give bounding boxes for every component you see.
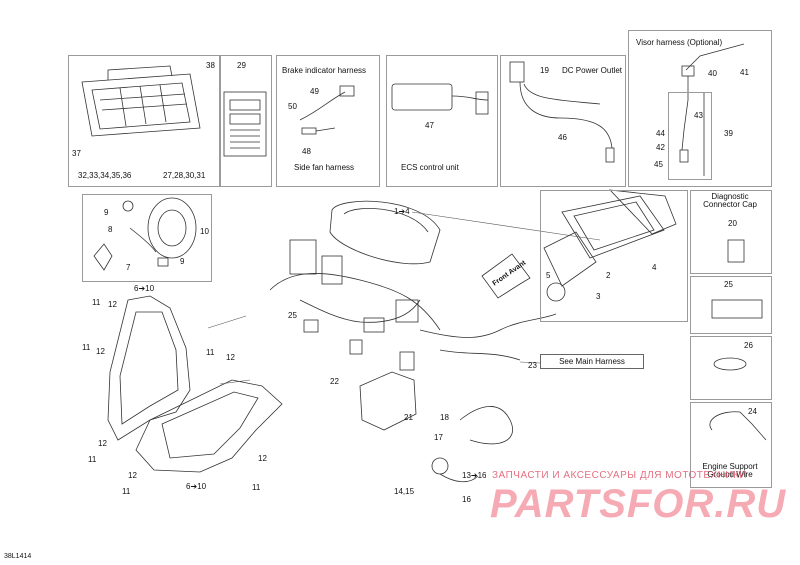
ring-panel xyxy=(690,336,772,400)
fuse-box-panel xyxy=(68,55,220,187)
callout-43: 43 xyxy=(694,111,703,120)
callout-50: 50 xyxy=(288,102,297,111)
drawing-code: 38L1414 xyxy=(4,553,32,560)
callout-13-16: 13➔16 xyxy=(462,471,487,480)
dc-outlet-title: DC Power Outlet xyxy=(562,66,623,75)
callout-20: 20 xyxy=(728,219,737,228)
callout-12e: 12 xyxy=(258,454,267,463)
callout-1-4: 1➔4 xyxy=(394,207,410,216)
callout-26: 26 xyxy=(744,341,753,350)
right-headlight-housing-drawing xyxy=(135,379,283,473)
dielectric-panel xyxy=(690,276,772,334)
callout-11f: 11 xyxy=(122,487,131,496)
callout-11b: 11 xyxy=(82,343,91,352)
brake-harness-drawing xyxy=(299,85,355,135)
callout-12a: 12 xyxy=(108,300,117,309)
ground-wire-panel xyxy=(690,402,772,488)
fuse-label-sticker xyxy=(223,91,267,157)
callout-49: 49 xyxy=(310,87,319,96)
callout-21: 21 xyxy=(404,413,413,422)
ecs-panel xyxy=(386,55,498,187)
small-parts-drawing xyxy=(709,239,767,441)
callout-14-15: 14,15 xyxy=(394,487,415,496)
voltage-regulator-drawing xyxy=(359,351,417,431)
callout-46: 46 xyxy=(558,133,567,142)
callout-44: 44 xyxy=(656,129,665,138)
callout-3: 3 xyxy=(596,292,601,301)
diag-panel xyxy=(690,190,772,274)
brake-harness-title: Brake indicator harness xyxy=(282,66,367,75)
left-headlight-housing-drawing xyxy=(107,295,191,441)
dc-outlet-panel xyxy=(500,55,626,187)
callout-10: 10 xyxy=(200,227,209,236)
callout-8: 8 xyxy=(108,225,113,234)
fuse-box-drawing xyxy=(81,65,201,137)
headlight-parts-panel xyxy=(82,194,212,282)
callout-7: 7 xyxy=(126,263,131,272)
callout-17: 17 xyxy=(434,433,443,442)
brake-harness-panel xyxy=(276,55,380,187)
main-harness-label: See Main Harness xyxy=(540,354,644,369)
fuse-label-panel xyxy=(220,55,272,187)
callout-32-36: 32,33,34,35,36 xyxy=(78,171,132,180)
callout-41: 41 xyxy=(740,68,749,77)
front-arrow-drawing xyxy=(481,253,531,299)
callout-11e: 11 xyxy=(252,483,261,492)
callout-12d: 12 xyxy=(98,439,107,448)
callout-42: 42 xyxy=(656,143,665,152)
gauge-cluster-drawing xyxy=(329,189,677,302)
engine-ground-title: Engine Support Ground Wire xyxy=(702,462,758,479)
visor-inner-panel xyxy=(668,92,712,180)
headlight-reflector-drawing xyxy=(93,197,197,271)
ecs-title: ECS control unit xyxy=(401,163,459,172)
visor-title: Visor harness (Optional) xyxy=(636,38,723,47)
watermark-caption: ЗАПЧАСТИ И АКСЕССУАРЫ ДЛЯ МОТОТЕХНИКИ xyxy=(492,470,748,481)
callout-25b: 25 xyxy=(288,311,297,320)
diag-title: Diagnostic Connector Cap xyxy=(703,192,757,209)
callout-12b: 12 xyxy=(96,347,105,356)
callout-45: 45 xyxy=(654,160,663,169)
callout-47: 47 xyxy=(425,121,434,130)
dc-outlet-drawing xyxy=(509,61,615,163)
callout-12f: 12 xyxy=(128,471,137,480)
callout-38: 38 xyxy=(206,61,215,70)
callout-2: 2 xyxy=(606,271,611,280)
callout-23: 23 xyxy=(528,361,537,370)
ecs-unit-drawing xyxy=(391,83,489,115)
visor-panel xyxy=(628,30,772,187)
callout-22: 22 xyxy=(330,377,339,386)
callout-11c: 11 xyxy=(206,348,215,357)
cluster-panel xyxy=(540,190,688,322)
central-harness-drawing xyxy=(269,239,557,361)
callout-12c: 12 xyxy=(226,353,235,362)
callout-24: 24 xyxy=(748,407,757,416)
callout-16: 16 xyxy=(462,495,471,504)
callout-6-10b: 6➔10 xyxy=(186,482,207,491)
callout-40: 40 xyxy=(708,69,717,78)
callout-25: 25 xyxy=(724,280,733,289)
callout-48: 48 xyxy=(302,147,311,156)
callout-39: 39 xyxy=(724,129,733,138)
watermark-logo: PARTSFOR.RU xyxy=(490,482,787,526)
side-fan-harness-title: Side fan harness xyxy=(294,163,355,172)
callout-18: 18 xyxy=(440,413,449,422)
callout-4: 4 xyxy=(652,263,657,272)
callout-11d: 11 xyxy=(88,455,97,464)
callout-11a: 11 xyxy=(92,298,101,307)
callout-9b: 9 xyxy=(180,257,185,266)
visor-harness-drawing xyxy=(679,43,745,176)
callout-19: 19 xyxy=(540,66,549,75)
callout-37: 37 xyxy=(72,149,81,158)
callout-27-31: 27,28,30,31 xyxy=(163,171,206,180)
callout-5: 5 xyxy=(546,271,551,280)
callout-9a: 9 xyxy=(104,208,109,217)
callout-29: 29 xyxy=(237,61,246,70)
plug-cable-drawing xyxy=(431,406,513,483)
callout-6-10a: 6➔10 xyxy=(134,284,155,293)
